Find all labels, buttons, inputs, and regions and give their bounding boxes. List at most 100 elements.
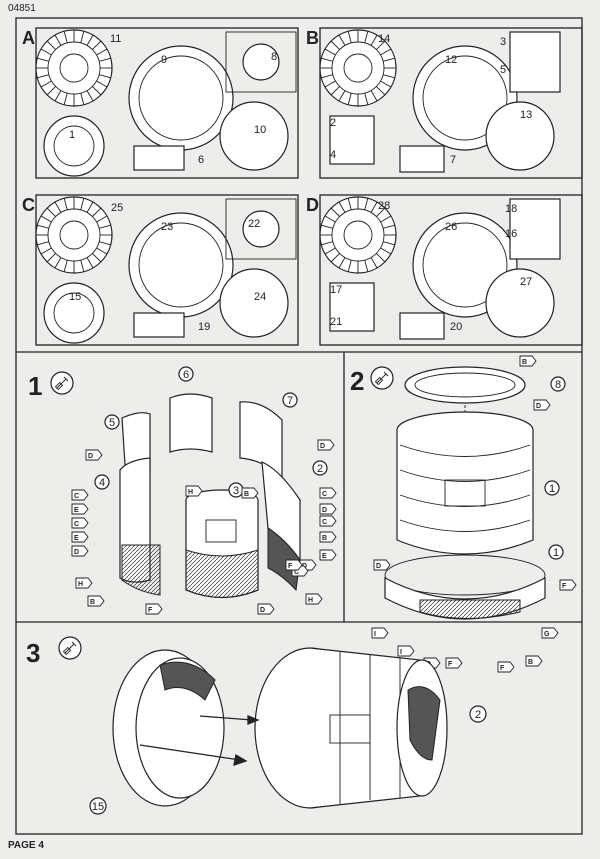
flag-letter: H [188,489,193,496]
flag-letter: B [528,659,533,666]
part-number-7: 7 [450,154,456,166]
sprue-flag-h: H [185,485,203,497]
part-number-4: 4 [330,149,336,161]
sprue-flag-e: E [71,531,89,543]
sprue-flag-b: B [319,531,337,543]
callout-1 [548,544,564,560]
sprue-flag-d: D [85,449,103,461]
sprue-flag-c: C [71,517,89,529]
glue-tube-icon [58,636,82,660]
sprue-flag-d: D [533,399,551,411]
step-3-callouts: 215 [89,705,487,815]
flag-letter: D [536,403,541,410]
callout-8 [550,376,566,392]
part-number-24: 24 [254,291,266,303]
part-number-1: 1 [69,129,75,141]
part-number-12: 12 [445,54,457,66]
flag-letter: B [244,491,249,498]
callout-4 [94,474,110,490]
step-2-number: 2 [350,366,364,396]
sprue-flag-c: C [319,515,337,527]
flag-letter: C [74,521,79,528]
flag-letter: D [260,607,265,614]
part-number-17: 17 [330,284,342,296]
flag-letter: E [74,507,79,514]
part-number-15: 15 [69,291,81,303]
part-number-8: 8 [271,51,277,63]
sprue-flag-i: I [371,627,389,639]
part-number-14: 14 [378,33,390,45]
callout-label: 7 [287,395,293,407]
sprue-flag-i: I [397,645,415,657]
flag-letter: C [74,493,79,500]
step-1-flags: DDCECEDHBCDBHCEDCFHBFD [71,439,337,615]
sprue-flag-d: D [319,503,337,515]
glue-tube-icon [50,371,74,395]
flag-letter: G [544,631,550,638]
part-number-23: 23 [161,221,173,233]
page-frame [15,17,583,835]
callout-2 [312,460,328,476]
step-1-number: 1 [28,371,42,401]
flag-letter: C [322,491,327,498]
callout-15 [89,797,107,815]
part-number-10: 10 [254,124,266,136]
sprue-letter: A [22,28,35,48]
callout-label: 6 [183,369,189,381]
step-3: 3 215 [26,636,487,815]
part-number-21: 21 [330,316,342,328]
sprue-flag-f: F [559,579,577,591]
sprue-flag-h: H [75,577,93,589]
document-code: 04851 [8,3,36,14]
part-number-3: 3 [500,36,506,48]
flag-letter: C [322,519,327,526]
step-2: 2 811 BDDFIIDFFGB [350,355,577,673]
part-number-19: 19 [198,321,210,333]
flag-letter: E [74,535,79,542]
part-number-20: 20 [450,321,462,333]
callout-label: 2 [475,709,481,721]
sprue-flag-d: D [317,439,335,451]
sprue-flag-c: C [319,487,337,499]
page-number: PAGE 4 [8,840,44,851]
part-number-11: 11 [110,33,121,45]
sprue-flag-e: E [71,503,89,515]
callout-label: 1 [549,483,555,495]
callout-7 [282,392,298,408]
part-number-6: 6 [198,154,204,166]
callout-6 [178,366,194,382]
step-2-callouts: 811 [544,376,566,560]
sprue-flag-c: C [71,489,89,501]
flag-letter: D [320,443,325,450]
flag-letter: D [88,453,93,460]
flag-letter: D [322,507,327,514]
flag-letter: B [90,599,95,606]
flag-letter: E [322,553,327,560]
part-number-27: 27 [520,276,532,288]
flag-letter: F [448,661,453,668]
callout-label: 8 [555,379,561,391]
sprue-flag-b: B [519,355,537,367]
part-number-2: 2 [330,117,336,129]
flag-letter: F [288,563,293,570]
flag-letter: D [74,549,79,556]
sprue-flag-b: B [87,595,105,607]
flag-letter: F [148,607,153,614]
sprue-flag-f: F [497,661,515,673]
sprue-flag-f: F [445,657,463,669]
part-number-5: 5 [500,64,506,76]
step-3-number: 3 [26,638,40,668]
sprue-flag-d: D [257,603,275,615]
sprue-letter: B [306,28,319,48]
flag-letter: I [400,649,402,656]
part-number-13: 13 [520,109,532,121]
part-number-28: 28 [378,200,390,212]
sprue-flag-f: F [145,603,163,615]
